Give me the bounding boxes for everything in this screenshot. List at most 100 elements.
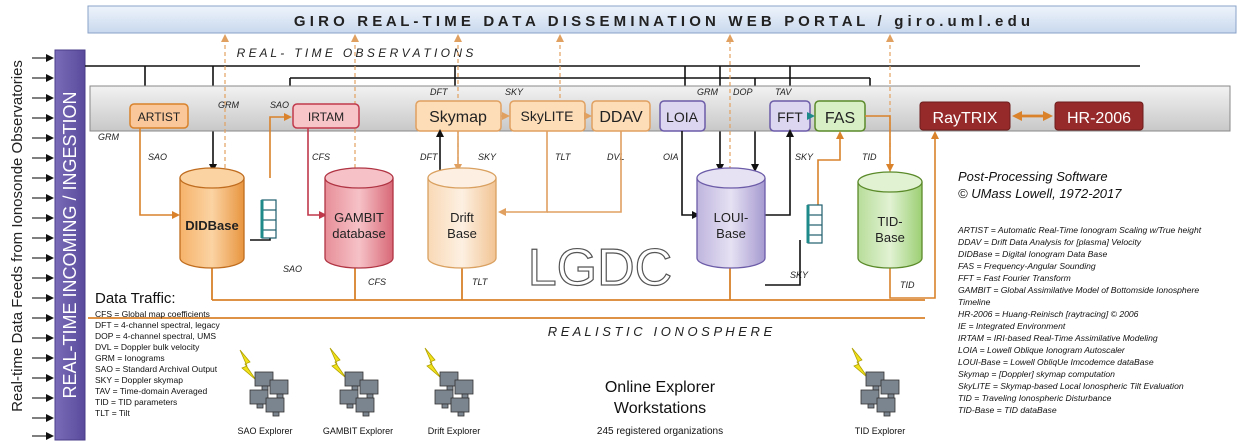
- lgdc-logo: LGDC: [528, 239, 672, 297]
- glossary-item: ARTIST = Automatic Real-Time Ionogram Sc…: [957, 225, 1202, 235]
- glossary-item: SkyLITE = Skymap-based Local Ionospheric…: [958, 381, 1184, 391]
- drift-label-2: Base: [447, 226, 477, 241]
- glossary-item: DDAV = Drift Data Analysis for [plasma] …: [958, 237, 1142, 247]
- glossary-list: ARTIST = Automatic Real-Time Ionogram Sc…: [957, 225, 1202, 415]
- incoming-feed-arrows: [32, 54, 54, 440]
- module-raytrix[interactable]: RayTRIX: [919, 101, 1011, 131]
- traffic-item: DVL = Doppler bulk velocity: [95, 342, 200, 352]
- label-dop: DOP: [733, 87, 753, 97]
- glossary-item: TID = Traveling Ionospheric Disturbance: [958, 393, 1112, 403]
- glossary-item: GAMBIT = Global Assimilative Model of Bo…: [958, 285, 1199, 295]
- skymap-label: Skymap: [429, 109, 487, 126]
- drift-label-1: Drift: [450, 210, 474, 225]
- gambit-label-1: GAMBIT: [334, 210, 384, 225]
- side-feeds-label: Real-time Data Feeds from Ionosonde Obse…: [9, 60, 26, 412]
- label-sky-2: SKY: [478, 152, 497, 162]
- traffic-item: SAO = Standard Archival Output: [95, 364, 218, 374]
- data-traffic-title: Data Traffic:: [95, 290, 176, 307]
- label-tlt-2: TLT: [472, 277, 489, 287]
- label-grm-1: GRM: [98, 132, 120, 142]
- module-skymap[interactable]: Skymap: [415, 100, 502, 132]
- workstation-icon-tid[interactable]: [860, 371, 900, 417]
- portal-title: G I R O R E A L - T I M E D A T A D I S …: [294, 13, 1030, 30]
- label-grm-2: GRM: [218, 100, 240, 110]
- label-sky-1: SKY: [505, 87, 524, 97]
- software-title: Post-Processing Software: [958, 169, 1108, 184]
- module-fft[interactable]: FFT: [769, 100, 811, 132]
- glossary-item: Timeline: [958, 297, 991, 307]
- label-tlt-1: TLT: [555, 152, 572, 162]
- loui-label-2: Base: [716, 226, 746, 241]
- label-sao-2: SAO: [148, 152, 167, 162]
- raytrix-label: RayTRIX: [933, 110, 998, 127]
- portal-banner: [87, 5, 1237, 34]
- workstation-icon-sao[interactable]: [249, 371, 289, 417]
- flow-arrows: [139, 113, 939, 299]
- label-tid-2: TID: [900, 280, 915, 290]
- traffic-item: SKY = Doppler skymap: [95, 375, 183, 385]
- module-loia[interactable]: LOIA: [659, 100, 706, 132]
- db-gambit[interactable]: GAMBIT database: [324, 167, 394, 269]
- ingestion-label: REAL-TIME INCOMING / INGESTION: [60, 91, 80, 398]
- module-fas[interactable]: FAS: [814, 100, 866, 132]
- hr2006-label: HR-2006: [1067, 110, 1131, 127]
- traffic-item: DFT = 4-channel spectral, legacy: [95, 320, 221, 330]
- lightning-icon: [239, 347, 869, 381]
- db-drift[interactable]: Drift Base: [427, 167, 497, 269]
- db-loui[interactable]: LOUI- Base: [696, 167, 766, 269]
- realistic-ionosphere-label: R E A L I S T I C I O N O S P H E R E: [548, 324, 773, 339]
- skylite-label: SkyLITE: [521, 108, 574, 124]
- glossary-item: FFT = Fast Fourier Transform: [958, 273, 1071, 283]
- label-dft-2: DFT: [420, 152, 439, 162]
- label-sky-3: SKY: [795, 152, 814, 162]
- glossary-item: HR-2006 = Huang-Reinisch [raytracing] © …: [958, 309, 1139, 319]
- queue-icon-1: [260, 199, 277, 239]
- artist-label: ARTIST: [138, 110, 181, 124]
- tid-label-1: TID-: [877, 214, 902, 229]
- data-traffic-list: CFS = Global map coefficients DFT = 4-ch…: [95, 309, 221, 418]
- tid-label-2: Base: [875, 230, 905, 245]
- glossary-item: Skymap = [Doppler] skymap computation: [958, 369, 1115, 379]
- fas-label: FAS: [825, 110, 855, 127]
- tid-explorer-label: TID Explorer: [855, 426, 906, 436]
- label-dvl: DVL: [607, 152, 625, 162]
- glossary-item: IE = Integrated Environment: [958, 321, 1066, 331]
- db-didbase[interactable]: DIDBase: [179, 167, 245, 269]
- traffic-item: CFS = Global map coefficients: [95, 309, 210, 319]
- workstation-icon-drift[interactable]: [434, 371, 474, 417]
- db-tid[interactable]: TID- Base: [857, 171, 923, 269]
- label-oia: OIA: [663, 152, 679, 162]
- traffic-item: TID = TID parameters: [95, 397, 177, 407]
- didbase-label: DIDBase: [185, 218, 238, 233]
- label-cfs-1: CFS: [312, 152, 330, 162]
- fft-label: FFT: [777, 109, 803, 125]
- label-tid-1: TID: [862, 152, 877, 162]
- module-ddav[interactable]: DDAV: [591, 100, 651, 132]
- module-skylite[interactable]: SkyLITE: [509, 100, 586, 132]
- loia-label: LOIA: [666, 109, 699, 125]
- online-explorer-line3: 245 registered organizations: [597, 426, 723, 437]
- module-irtam[interactable]: IRTAM: [292, 103, 360, 129]
- module-hr2006[interactable]: HR-2006: [1054, 101, 1144, 131]
- irtam-label: IRTAM: [308, 110, 344, 124]
- glossary-item: LOIA = Lowell Oblique Ionogram Autoscale…: [958, 345, 1126, 355]
- gambit-explorer-label: GAMBIT Explorer: [323, 426, 393, 436]
- module-artist[interactable]: ARTIST: [129, 103, 189, 129]
- realistic-ionosphere-bus: [88, 265, 925, 319]
- online-explorer-line2: Workstations: [614, 400, 706, 417]
- sao-explorer-label: SAO Explorer: [237, 426, 292, 436]
- glossary-item: IRTAM = IRI-based Real-Time Assimilative…: [958, 333, 1158, 343]
- ingestion-bar: [54, 49, 86, 441]
- traffic-item: GRM = Ionograms: [95, 353, 165, 363]
- traffic-item: TLT = Tilt: [95, 408, 131, 418]
- label-dft-1: DFT: [430, 87, 449, 97]
- label-sao-1: SAO: [270, 100, 289, 110]
- workstation-icon-gambit[interactable]: [339, 371, 379, 417]
- queue-icon-2: [806, 204, 823, 244]
- online-explorer-line1: Online Explorer: [605, 379, 716, 396]
- drift-explorer-label: Drift Explorer: [428, 426, 481, 436]
- glossary-item: TID-Base = TID dataBase: [958, 405, 1057, 415]
- ddav-label: DDAV: [599, 109, 643, 126]
- label-grm-3: GRM: [697, 87, 719, 97]
- label-cfs-2: CFS: [368, 277, 386, 287]
